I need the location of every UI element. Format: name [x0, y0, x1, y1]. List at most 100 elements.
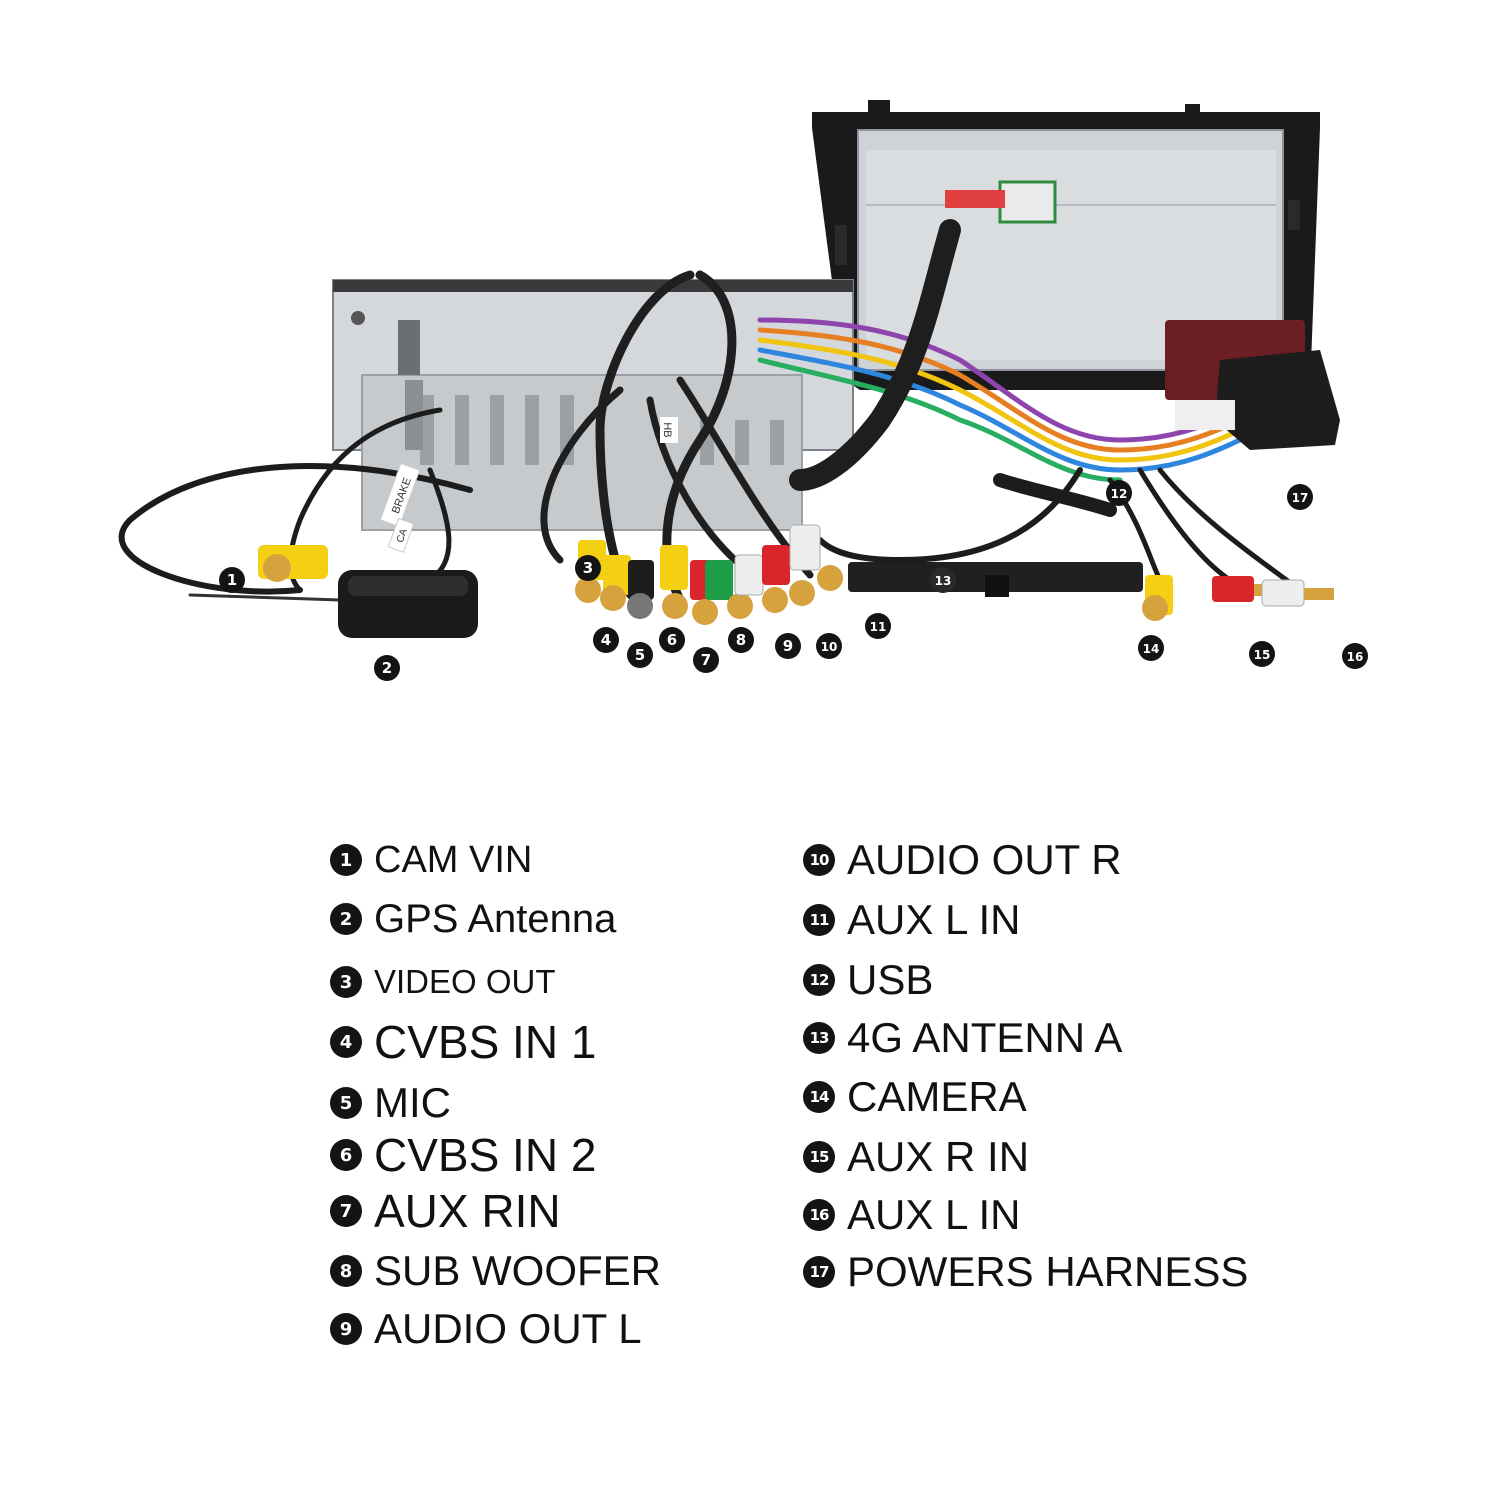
power-harness-connector [1165, 320, 1340, 450]
legend-label: AUX RIN [374, 1185, 561, 1237]
legend-label: SUB WOOFER [374, 1247, 662, 1294]
legend-label: CAMERA [847, 1073, 1027, 1120]
legend-number-badge: 3 [330, 966, 362, 998]
callout-badge [1342, 643, 1368, 669]
callout-badge [1287, 484, 1313, 510]
rca-sub-woofer [705, 560, 753, 619]
callout-badge [374, 655, 400, 681]
gps-antenna [338, 570, 478, 638]
legend-item-17: 17 POWERS HARNESS [803, 1248, 1248, 1296]
callout-number: 11 [870, 620, 887, 634]
4g-antenna [848, 562, 1143, 597]
legend-label: MIC [374, 1079, 451, 1126]
rca-plugs [258, 524, 1334, 625]
callout-badge [775, 633, 801, 659]
legend-label: USB [847, 956, 934, 1003]
callout-badge [728, 627, 754, 653]
legend-item-5: 5 MIC [330, 1079, 451, 1127]
legend-number-badge: 1 [330, 844, 362, 876]
legend-number-badge: 15 [803, 1141, 835, 1173]
callout-2: 2 [374, 655, 400, 681]
rca-mic [627, 560, 654, 619]
legend-label: POWERS HARNESS [847, 1248, 1249, 1295]
legend-label: AUX L IN [847, 1191, 1021, 1238]
legend-number-badge: 9 [330, 1313, 362, 1345]
callout-number: 10 [821, 640, 838, 654]
callout-number: 16 [1347, 650, 1364, 664]
callout-number: 6 [667, 631, 677, 649]
callout-3: 3 [575, 555, 601, 581]
callout-number: 2 [382, 659, 392, 677]
legend-item-3: 3 VIDEO OUT [330, 958, 556, 1006]
callout-number: 4 [601, 631, 611, 649]
legend-label: AUDIO OUT L [374, 1305, 642, 1352]
callout-badge [219, 567, 245, 593]
legend-label: AUX L IN [847, 896, 1021, 943]
callout-number: 17 [1292, 491, 1309, 505]
legend-label: GPS Antenna [374, 896, 617, 941]
callout-9: 9 [775, 633, 801, 659]
callout-7: 7 [693, 647, 719, 673]
callout-number: 14 [1143, 642, 1160, 656]
legend-item-6: 6 CVBS IN 2 [330, 1129, 597, 1181]
cable-tags: BRAKE CA HB [379, 417, 678, 553]
callout-5: 5 [627, 642, 653, 668]
callout-badge [693, 647, 719, 673]
legend-label: CVBS IN 1 [374, 1016, 597, 1068]
legend-label: AUX R IN [847, 1133, 1030, 1180]
callout-8: 8 [728, 627, 754, 653]
hb-tag: HB [661, 422, 673, 437]
legend-item-13: 13 4G ANTENN A [803, 1014, 1122, 1062]
legend-item-4: 4 CVBS IN 1 [330, 1016, 597, 1068]
head-unit-chassis [332, 279, 854, 531]
callout-badge [816, 633, 842, 659]
callout-13: 13 [930, 567, 956, 593]
rca-aux-l-in [789, 524, 843, 591]
legend-item-7: 7 AUX RIN [330, 1185, 561, 1237]
callout-badge [865, 613, 891, 639]
callout-15: 15 [1249, 641, 1275, 667]
legend-item-10: 10 AUDIO OUT R [803, 836, 1122, 884]
callout-number: 13 [935, 574, 952, 588]
cable-bundle [118, 219, 1303, 605]
callout-badge [930, 567, 956, 593]
legend-number-badge: 4 [330, 1026, 362, 1058]
callout-badge [575, 555, 601, 581]
callout-11: 11 [865, 613, 891, 639]
legend-number-badge: 13 [803, 1022, 835, 1054]
legend-label: AUDIO OUT R [847, 836, 1122, 883]
callout-16: 16 [1342, 643, 1368, 669]
legend-label: CAM VIN [374, 838, 533, 881]
callout-17: 17 [1287, 484, 1313, 510]
callout-1: 1 [219, 567, 245, 593]
callout-badge [1138, 635, 1164, 661]
callout-badge [593, 627, 619, 653]
legend-label: VIDEO OUT [374, 963, 556, 1000]
legend-number-badge: 7 [330, 1195, 362, 1227]
legend-number-badge: 5 [330, 1087, 362, 1119]
legend-item-15: 15 AUX R IN [803, 1133, 1029, 1181]
legend-item-1: 1 CAM VIN [330, 836, 532, 884]
legend-item-14: 14 CAMERA [803, 1073, 1027, 1121]
cam-tag: CA [395, 527, 410, 544]
legend-label: CVBS IN 2 [374, 1129, 597, 1181]
callout-number: 15 [1254, 648, 1271, 662]
legend-number-badge: 14 [803, 1081, 835, 1113]
callout-number: 5 [635, 646, 645, 664]
callout-number: 1 [227, 571, 237, 589]
callout-number: 3 [583, 559, 593, 577]
legend-number-badge: 17 [803, 1256, 835, 1288]
callout-number: 12 [1111, 487, 1128, 501]
callout-badge [627, 642, 653, 668]
callout-12: 12 [1106, 480, 1132, 506]
legend-item-16: 16 AUX L IN [803, 1191, 1021, 1239]
legend-number-badge: 6 [330, 1139, 362, 1171]
legend-label: 4G ANTENN A [847, 1014, 1123, 1061]
rca-cvbs-in-1 [600, 555, 631, 611]
legend-number-badge: 16 [803, 1199, 835, 1231]
legend-number-badge: 10 [803, 844, 835, 876]
rca-audio-out-r [762, 545, 815, 606]
